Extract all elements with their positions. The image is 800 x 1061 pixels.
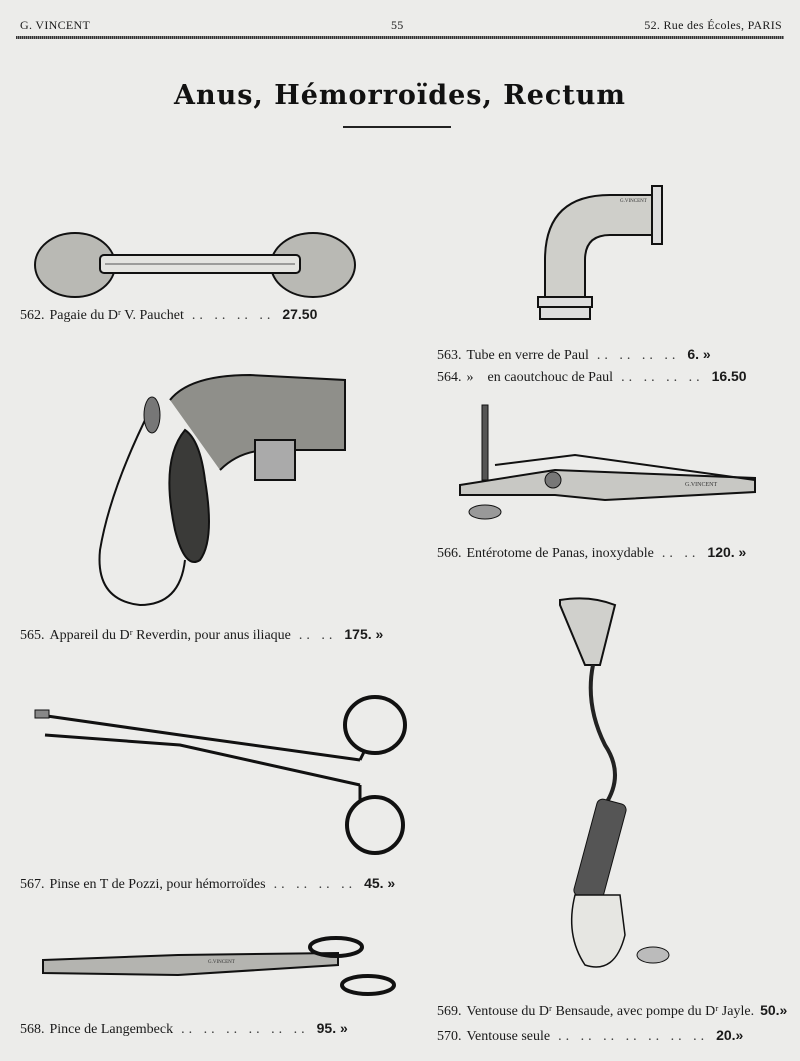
item-price: 20.» <box>716 1027 744 1043</box>
enterotome-engraving: G.VINCENT <box>685 482 717 488</box>
page-title: Anus, Hémorroïdes, Rectum <box>174 80 626 111</box>
item-number: 565. <box>20 628 45 643</box>
pagaie-illustration <box>34 232 356 298</box>
item-price: 6. » <box>687 346 711 362</box>
header-address: 52. Rue des Écoles, PARIS <box>644 18 782 32</box>
item-price: 120. » <box>707 544 747 560</box>
leader-dots: .. .. .. .. .. .. .. <box>558 1029 709 1044</box>
reverdin-apparatus-illustration <box>98 373 346 607</box>
leader-dots: .. .. <box>661 546 700 561</box>
page-number: 55 <box>391 18 404 32</box>
item-price: 16.50 <box>711 368 747 384</box>
item-570: 570. Ventouse seule .. .. .. .. .. .. .. 20… <box>437 1027 743 1045</box>
pozzi-forceps-illustration <box>34 695 407 855</box>
item-number: 568. <box>20 1022 45 1037</box>
item-567: 567. Pinse en T de Pozzi, pour hémorroïde… <box>20 875 395 893</box>
item-price: 175. » <box>344 626 384 642</box>
item-text: Ventouse du Dʳ Bensaude, avec pompe du D… <box>466 1004 755 1019</box>
item-text: Ventouse seule <box>466 1029 551 1044</box>
item-text: Tube en verre de Paul <box>466 348 589 363</box>
title-rule <box>343 126 451 128</box>
enterotome-illustration: G.VINCENT <box>459 404 756 520</box>
leader-dots: .. .. .. .. <box>596 348 680 363</box>
langembeck-forceps-illustration: G.VINCENT <box>42 936 396 996</box>
item-number: 570. <box>437 1029 462 1044</box>
leader-dots: .. .. .. .. <box>273 877 357 892</box>
leader-dots: .. .. .. .. <box>621 370 704 385</box>
item-565: 565. Appareil du Dʳ Reverdin, pour anus i… <box>20 626 383 644</box>
leader-dots: .. .. .. .. <box>191 308 275 323</box>
item-text: Appareil du Dʳ Reverdin, pour anus iliaq… <box>49 628 291 643</box>
item-number: 563. <box>437 348 462 363</box>
item-price: 50.» <box>760 1002 788 1018</box>
item-price: 45. » <box>364 875 396 891</box>
item-number: 564. <box>437 370 462 385</box>
ventouse-illustration <box>559 597 670 968</box>
item-563: 563. Tube en verre de Paul .. .. .. .. 6. » <box>437 346 711 364</box>
tube-engraving: G.VINCENT <box>620 199 647 204</box>
leader-dots: .. .. .. .. .. .. <box>181 1022 309 1037</box>
item-number: 569. <box>437 1004 462 1019</box>
item-text: Pagaie du Dʳ V. Pauchet <box>49 308 184 323</box>
item-number: 567. <box>20 877 45 892</box>
item-text: » en caoutchouc de Paul <box>466 370 614 385</box>
item-562: 562. Pagaie du Dʳ V. Pauchet .. .. .. .. 27… <box>20 306 317 324</box>
item-text: Pinse en T de Pozzi, pour hémorroïdes <box>49 877 266 892</box>
item-566: 566. Entérotome de Panas, inoxydable .. ..… <box>437 544 746 562</box>
item-564: 564. » en caoutchouc de Paul .. .. .. .. 16… <box>437 368 747 386</box>
langembeck-engraving: G.VINCENT <box>208 960 235 965</box>
header-publisher: G. VINCENT <box>20 18 91 32</box>
item-price: 27.50 <box>282 306 318 322</box>
item-number: 566. <box>437 546 462 561</box>
item-text: Entérotome de Panas, inoxydable <box>466 546 654 561</box>
leader-dots: .. .. <box>298 628 337 643</box>
item-568: 568. Pince de Langembeck .. .. .. .. .. ..… <box>20 1020 348 1038</box>
tube-illustration: G.VINCENT <box>537 185 663 320</box>
item-number: 562. <box>20 308 45 323</box>
item-text: Pince de Langembeck <box>49 1022 174 1037</box>
item-price: 95. » <box>316 1020 348 1036</box>
header-rule <box>16 36 784 39</box>
item-569: 569. Ventouse du Dʳ Bensaude, avec pompe … <box>437 1002 787 1020</box>
